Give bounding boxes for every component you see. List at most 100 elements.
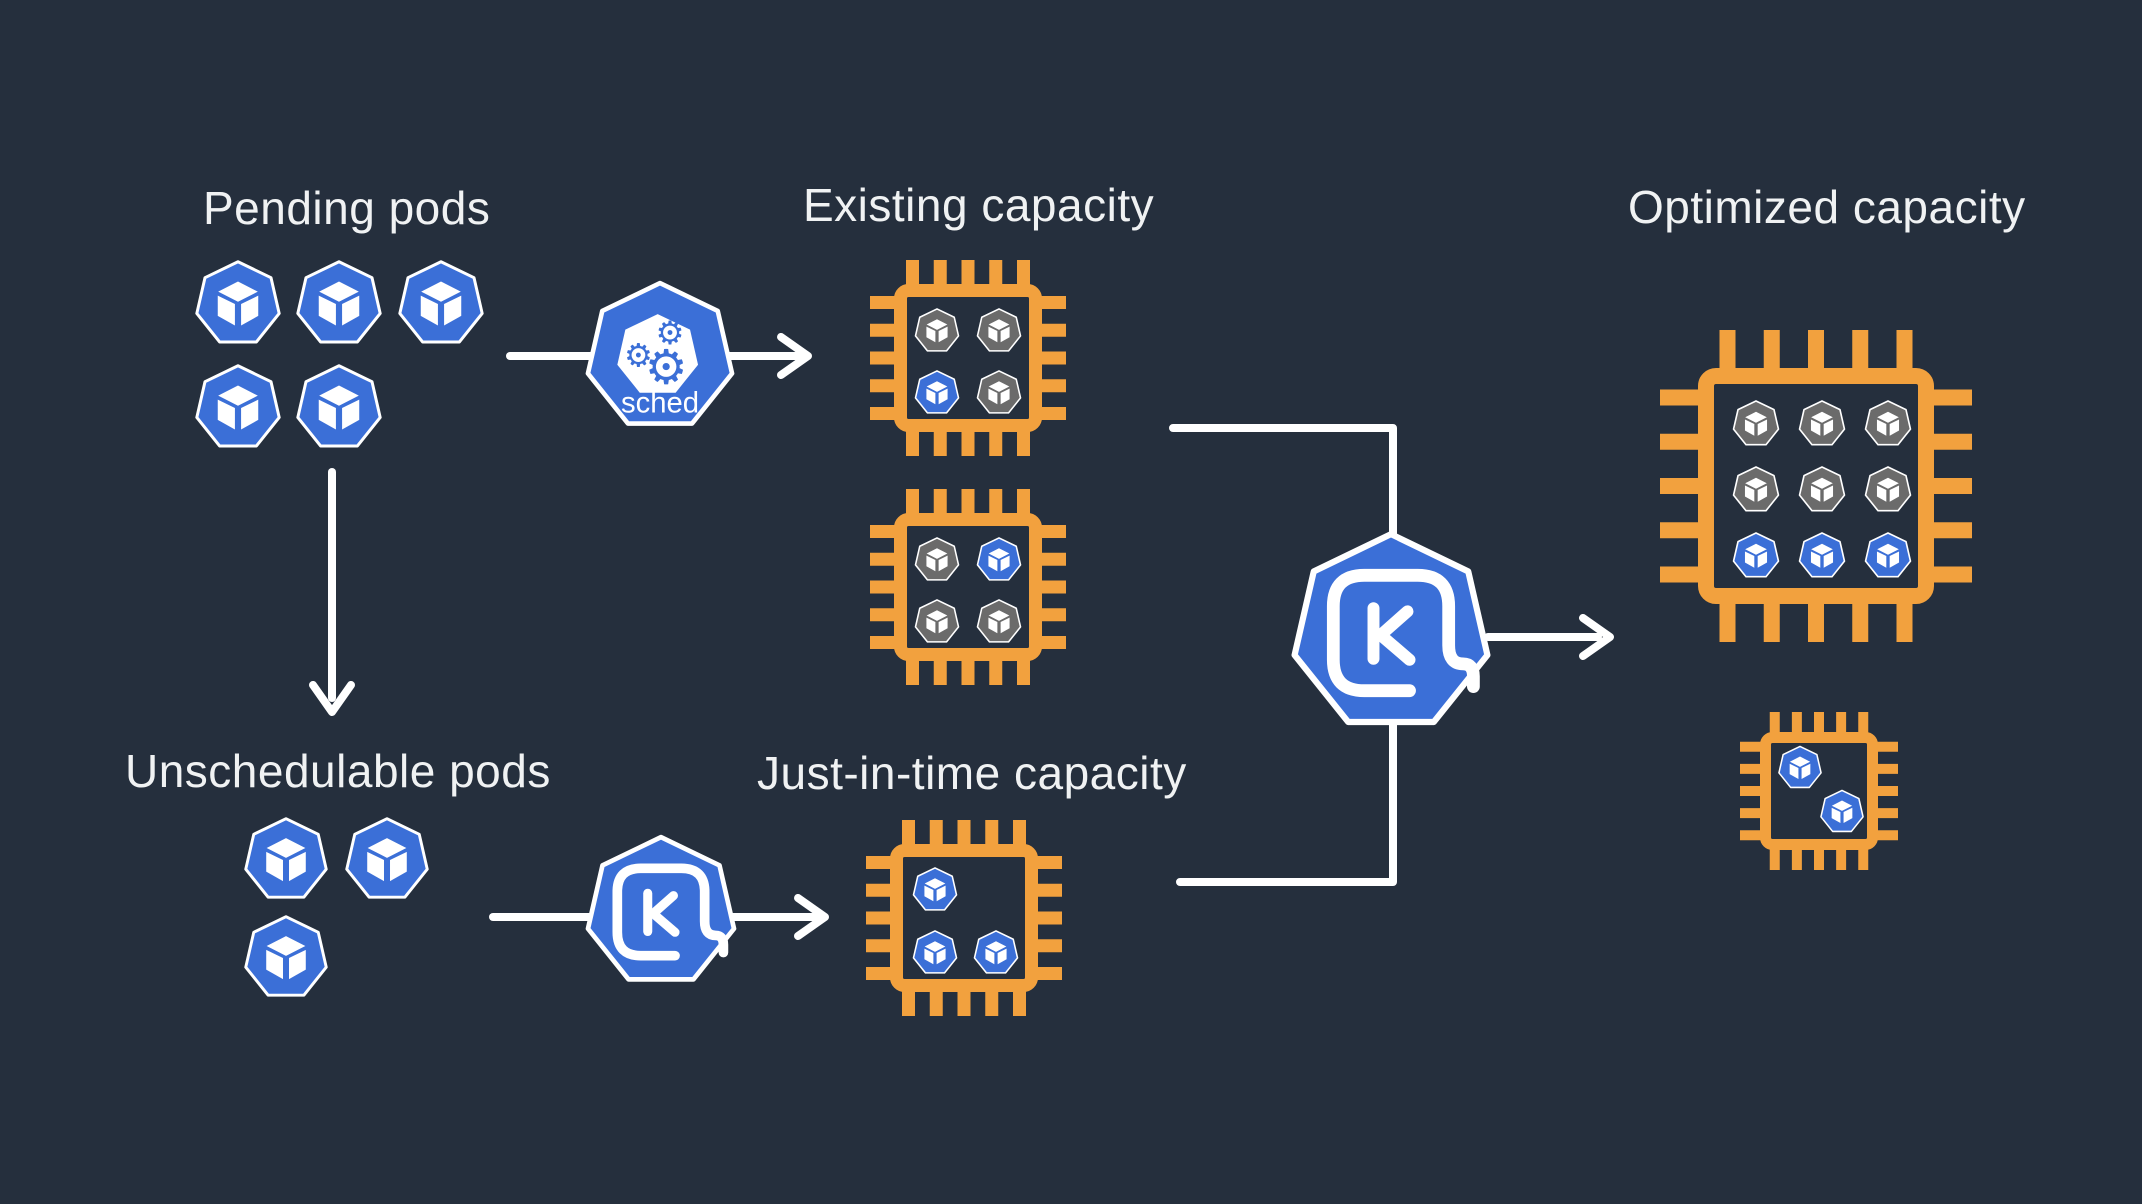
cube-icon xyxy=(924,941,946,965)
chip-pod xyxy=(976,308,1022,352)
pod-heptagon xyxy=(1732,532,1780,578)
arrowhead-pending-to-unschedulable xyxy=(309,681,355,716)
pending-pods-cluster-pod xyxy=(195,364,281,448)
unschedulable-pods-cluster-pod xyxy=(244,915,328,997)
svg-text:⚙: ⚙ xyxy=(645,340,688,395)
cube-icon xyxy=(988,548,1010,572)
unschedulable-pods-cluster-pod xyxy=(345,817,429,899)
connector-existing-to-karpenter xyxy=(1169,424,1397,549)
pod-heptagon xyxy=(976,370,1022,414)
chip-pod xyxy=(1732,466,1780,512)
pod-heptagon xyxy=(1864,400,1912,446)
cube-icon xyxy=(988,610,1010,634)
pod-heptagon xyxy=(976,537,1022,581)
chip-body xyxy=(1760,732,1878,850)
cube-icon xyxy=(318,385,360,430)
connector-jit-to-karpenter xyxy=(1176,721,1397,886)
karpenter-icon-small xyxy=(585,834,737,982)
chip-pins xyxy=(1660,330,1972,642)
pod-heptagon xyxy=(1798,400,1846,446)
cube-icon xyxy=(1744,411,1768,436)
karpenter-logo xyxy=(612,863,729,961)
chip-pod xyxy=(1732,532,1780,578)
cube-icon xyxy=(367,838,407,882)
chip-pins xyxy=(866,820,1062,1016)
chip-pod xyxy=(1778,745,1822,789)
chip-pod xyxy=(914,370,960,414)
title-optimized-capacity: Optimized capacity xyxy=(1628,181,2026,233)
pod-heptagon xyxy=(296,364,382,448)
cube-icon xyxy=(1810,411,1834,436)
cube-icon xyxy=(985,941,1007,965)
cube-icon xyxy=(420,281,462,326)
cube-icon xyxy=(1810,543,1834,568)
pod-heptagon xyxy=(1864,532,1912,578)
chip-pod xyxy=(912,930,958,974)
pod-heptagon xyxy=(912,867,958,911)
cube-icon xyxy=(1789,756,1811,780)
arrowhead-unschedulable-to-jit xyxy=(794,894,829,940)
pod-heptagon xyxy=(345,817,429,899)
pod-heptagon xyxy=(195,364,281,448)
optimized-capacity-node-large xyxy=(1660,330,1972,642)
chip-pod xyxy=(1798,532,1846,578)
title-just-in-time-capacity: Just-in-time capacity xyxy=(757,747,1187,799)
pod-heptagon xyxy=(195,260,281,344)
pod-heptagon xyxy=(1732,400,1780,446)
pod-heptagon xyxy=(914,537,960,581)
cube-icon xyxy=(924,878,946,902)
chip-pod xyxy=(973,930,1019,974)
title-unschedulable-pods: Unschedulable pods xyxy=(125,745,551,797)
pod-heptagon xyxy=(973,930,1019,974)
karpenter-logo xyxy=(1326,568,1480,698)
cube-icon xyxy=(1876,543,1900,568)
pod-heptagon xyxy=(398,260,484,344)
cube-icon xyxy=(926,548,948,572)
chip-pod xyxy=(1798,400,1846,446)
karpenter-icon-main xyxy=(1291,531,1491,726)
chip-pod xyxy=(912,867,958,911)
pod-heptagon xyxy=(1798,532,1846,578)
existing-capacity-node-1 xyxy=(870,260,1066,456)
chip-pod xyxy=(1732,400,1780,446)
chip-pod xyxy=(976,370,1022,414)
cube-icon xyxy=(1876,477,1900,502)
cube-icon xyxy=(1876,411,1900,436)
pending-pods-cluster-pod xyxy=(195,260,281,344)
svg-text:⚙: ⚙ xyxy=(624,336,653,374)
pod-heptagon xyxy=(1820,789,1864,833)
chip-pod xyxy=(1864,466,1912,512)
cube-icon xyxy=(1744,477,1768,502)
pending-pods-cluster-pod xyxy=(398,260,484,344)
chip-pins xyxy=(870,260,1066,456)
chip-pod xyxy=(1864,532,1912,578)
chip-pod xyxy=(914,537,960,581)
chip-pod xyxy=(1820,789,1864,833)
chip-pod xyxy=(976,537,1022,581)
pod-heptagon xyxy=(1798,466,1846,512)
pod-heptagon xyxy=(914,370,960,414)
chip-pins xyxy=(1740,712,1898,870)
pod-heptagon xyxy=(296,260,382,344)
chip-pod xyxy=(976,599,1022,643)
pending-pods-cluster-pod xyxy=(296,260,382,344)
unschedulable-pods-cluster-pod xyxy=(244,817,328,899)
pod-heptagon xyxy=(244,915,328,997)
pod-heptagon xyxy=(912,930,958,974)
cube-icon xyxy=(1810,477,1834,502)
arrowhead-pending-to-existing xyxy=(777,333,812,379)
title-pending-pods: Pending pods xyxy=(203,182,491,234)
kube-scheduler-icon: ⚙⚙⚙sched xyxy=(585,280,735,426)
cube-icon xyxy=(926,610,948,634)
cube-icon xyxy=(266,936,306,980)
svg-text:⚙: ⚙ xyxy=(656,314,685,352)
pod-heptagon xyxy=(976,308,1022,352)
scheduler-gears-glyph: ⚙⚙⚙ xyxy=(617,314,699,395)
chip-pod xyxy=(1798,466,1846,512)
cube-icon xyxy=(266,838,306,882)
existing-capacity-node-2 xyxy=(870,489,1066,685)
scheduler-label: sched xyxy=(621,387,699,419)
pod-heptagon xyxy=(976,599,1022,643)
pod-heptagon xyxy=(914,308,960,352)
